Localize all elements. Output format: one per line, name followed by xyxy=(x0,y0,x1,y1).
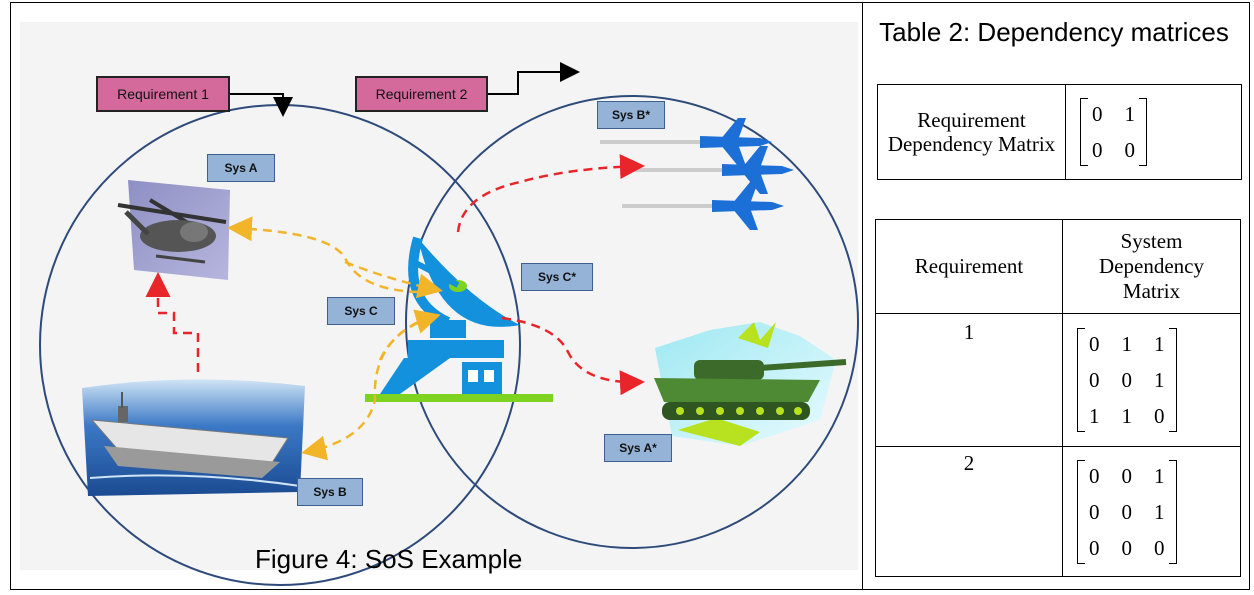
sys-a-label: Sys A xyxy=(207,154,275,182)
sysc-to-sysastar-arrow xyxy=(501,316,645,396)
sys-a-star-label: Sys A* xyxy=(604,434,672,462)
sys-b-label: Sys B xyxy=(297,478,363,506)
sos-diagram xyxy=(20,22,859,586)
matrix-cell: 1 xyxy=(1121,332,1133,356)
matrix-cell: 0 xyxy=(1089,499,1100,524)
matrix-cell: 0 xyxy=(1121,463,1133,488)
matrix-cell: 0 xyxy=(1124,138,1136,162)
matrix-cell: 0 xyxy=(1089,332,1100,356)
sysb-to-sysc-arrow xyxy=(378,309,441,361)
table-title: Table 2: Dependency matrices xyxy=(879,17,1229,47)
requirement-number: 2 xyxy=(875,446,1063,577)
system-dependency-column-header: System Dependency Matrix xyxy=(1062,219,1241,314)
matrix-cell: 0 xyxy=(1092,138,1103,162)
matrix-cell: 0 xyxy=(1089,463,1100,488)
matrix-cell: 1 xyxy=(1154,499,1165,524)
requirement-dependency-table: Requirement Dependency Matrix 0 1 0 0 xyxy=(877,84,1242,180)
matrix-cell: 0 xyxy=(1089,535,1100,560)
matrix-cell: 0 xyxy=(1121,535,1133,560)
sysa-to-sysc-arrow xyxy=(344,260,443,299)
tank-icon xyxy=(654,322,847,446)
page-frame xyxy=(10,2,1250,590)
fighter-jets-icon xyxy=(600,118,794,230)
matrix-cell: 0 xyxy=(1121,368,1133,392)
requirement-dependency-matrix: 0 1 0 0 xyxy=(1078,96,1149,168)
figure-caption: Figure 4: SoS Example xyxy=(255,544,523,574)
matrix-cell: 0 xyxy=(1154,535,1165,560)
system-dependency-matrix-1: 0 1 1 0 0 1 1 1 0 xyxy=(1075,326,1179,434)
matrix-cell: 1 xyxy=(1154,332,1165,356)
requirement-1-arrow xyxy=(228,93,293,117)
sysc-to-sysbstar-arrow xyxy=(456,154,645,233)
matrix-cell: 0 xyxy=(1121,499,1133,524)
matrix-cell: 1 xyxy=(1154,368,1165,392)
sysb-to-sysa-arrow xyxy=(145,272,200,372)
system-dependency-matrix-2: 0 0 1 0 0 1 0 0 0 xyxy=(1075,458,1179,566)
sysc-to-sysb-arrow xyxy=(301,320,419,461)
requirement-column-header: Requirement xyxy=(875,219,1063,314)
matrix-cell: 0 xyxy=(1092,102,1103,126)
requirement-2-boundary xyxy=(405,95,859,549)
matrix-cell: 1 xyxy=(1124,102,1136,126)
matrix-cell: 1 xyxy=(1121,404,1133,428)
requirement-1-box: Requirement 1 xyxy=(96,76,230,112)
requirement-2-arrow xyxy=(486,62,580,95)
sys-c-star-label: Sys C* xyxy=(521,263,593,291)
system-dependency-table: Requirement System Dependency Matrix 1 0… xyxy=(875,219,1241,577)
requirement-dependency-label: Requirement Dependency Matrix xyxy=(877,84,1066,180)
matrix-cell: 1 xyxy=(1154,463,1165,488)
matrix-cell: 1 xyxy=(1089,404,1100,428)
helicopter-icon xyxy=(117,180,230,280)
matrix-cell: 0 xyxy=(1089,368,1100,392)
sys-c-label: Sys C xyxy=(327,297,395,325)
sys-b-star-label: Sys B* xyxy=(597,101,665,129)
aircraft-carrier-icon xyxy=(82,379,305,496)
column-divider xyxy=(862,2,863,590)
requirement-2-box: Requirement 2 xyxy=(355,76,488,112)
matrix-cell: 0 xyxy=(1154,404,1165,428)
sysc-to-sysa-arrow xyxy=(227,216,419,294)
requirement-number: 1 xyxy=(875,313,1063,447)
